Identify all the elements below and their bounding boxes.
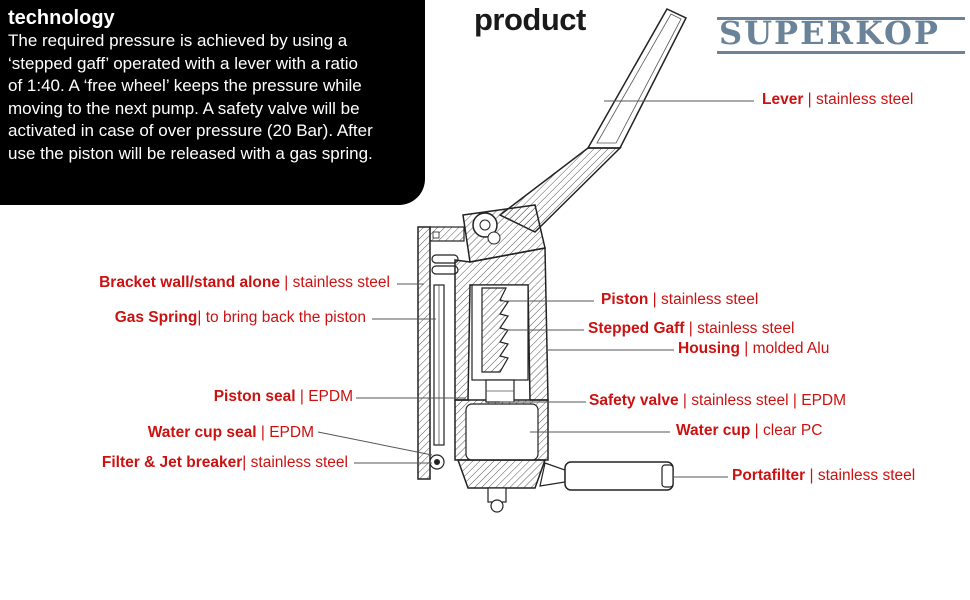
callout-piston-seal: Piston seal | EPDM	[214, 388, 353, 406]
technology-line: moving to the next pump. A safety valve …	[8, 98, 360, 118]
pivot-head	[462, 204, 546, 263]
product-title: product	[474, 2, 586, 37]
callout-separator: |	[242, 454, 251, 471]
water-cup-part	[454, 379, 549, 461]
portafilter-part	[456, 459, 674, 513]
callout-name: Stepped Gaff	[588, 320, 685, 337]
callout-water-cup: Water cup | clear PC	[676, 422, 822, 440]
callout-safety-valve: Safety valve | stainless steel | EPDM	[589, 392, 846, 410]
callout-separator: |	[295, 388, 309, 405]
callout-separator: |	[750, 422, 763, 439]
lever-part	[498, 8, 688, 233]
logo-rule-bottom	[717, 51, 965, 54]
callout-name: Safety valve	[589, 392, 679, 409]
callout-name: Bracket wall/stand alone	[99, 274, 280, 291]
logo-text: SUPERKOP	[719, 14, 940, 52]
callout-separator: |	[740, 340, 753, 357]
callout-name: Lever	[762, 91, 804, 108]
callout-separator: |	[805, 467, 818, 484]
callout-name: Water cup	[676, 422, 751, 439]
callout-separator: |	[678, 392, 692, 409]
callout-gas-spring: Gas Spring| to bring back the piston	[115, 309, 366, 327]
callout-name: Gas Spring	[114, 309, 198, 326]
technology-line: activated in case of over pressure (20 B…	[8, 121, 373, 140]
callout-detail: stainless steel	[816, 91, 914, 108]
callout-detail: stainless steel	[697, 320, 795, 337]
technology-line: of 1:40. A ‘free wheel’ keeps the pressu…	[8, 76, 362, 95]
technology-title: technology	[8, 7, 115, 29]
callout-detail: stainless steel	[292, 274, 390, 291]
callout-detail: stainless steel	[250, 454, 348, 471]
callout-filter-jet-breaker: Filter & Jet breaker| stainless steel	[102, 454, 348, 472]
technology-line: ‘stepped gaff’ operated with a lever wit…	[8, 53, 358, 73]
callout-detail: molded Alu	[752, 340, 830, 357]
stepped-gaff-part	[471, 284, 529, 381]
callout-detail: clear PC	[763, 422, 823, 439]
leader-lines	[317, 100, 754, 478]
callout-detail: EPDM	[308, 388, 353, 405]
callout-separator: |	[280, 274, 293, 291]
callout-detail: EPDM	[269, 424, 314, 441]
leader-water-cup-seal	[317, 431, 433, 456]
callout-name: Housing	[678, 340, 740, 357]
technology-line: The required pressure is achieved by usi…	[8, 31, 348, 50]
technology-panel: technology The required pressure is achi…	[0, 0, 425, 205]
callout-detail: to bring back the piston	[205, 309, 366, 326]
callout-water-cup-seal: Water cup seal | EPDM	[148, 424, 314, 442]
callout-bracket: Bracket wall/stand alone | stainless ste…	[99, 274, 390, 292]
callout-lever: Lever | stainless steel	[762, 91, 913, 109]
callout-separator: |	[256, 424, 270, 441]
bracket-part	[417, 226, 465, 480]
callout-separator: |	[803, 91, 817, 108]
callout-separator: |	[684, 320, 698, 337]
callout-name: Piston seal	[213, 388, 296, 405]
callout-detail: stainless steel | EPDM	[691, 392, 847, 409]
technology-line: use the piston will be released with a g…	[8, 143, 373, 163]
callout-name: Water cup seal	[147, 424, 257, 441]
callout-stepped-gaff: Stepped Gaff | stainless steel	[588, 320, 794, 338]
callout-separator: |	[648, 291, 662, 308]
filter-jet-breaker-part	[429, 454, 445, 470]
gas-spring-part	[431, 254, 459, 446]
callout-piston: Piston | stainless steel	[601, 291, 758, 309]
callout-name: Piston	[601, 291, 649, 308]
callout-separator: |	[197, 309, 206, 326]
callout-portafilter: Portafilter | stainless steel	[732, 467, 915, 485]
callout-detail: stainless steel	[817, 467, 916, 484]
superkop-logo: SUPERKOP	[713, 12, 967, 56]
callout-housing: Housing | molded Alu	[678, 340, 829, 358]
callout-name: Portafilter	[732, 467, 806, 484]
logo-rule-top	[717, 17, 965, 20]
callout-detail: stainless steel	[661, 291, 759, 308]
callout-name: Filter & Jet breaker	[101, 454, 243, 471]
